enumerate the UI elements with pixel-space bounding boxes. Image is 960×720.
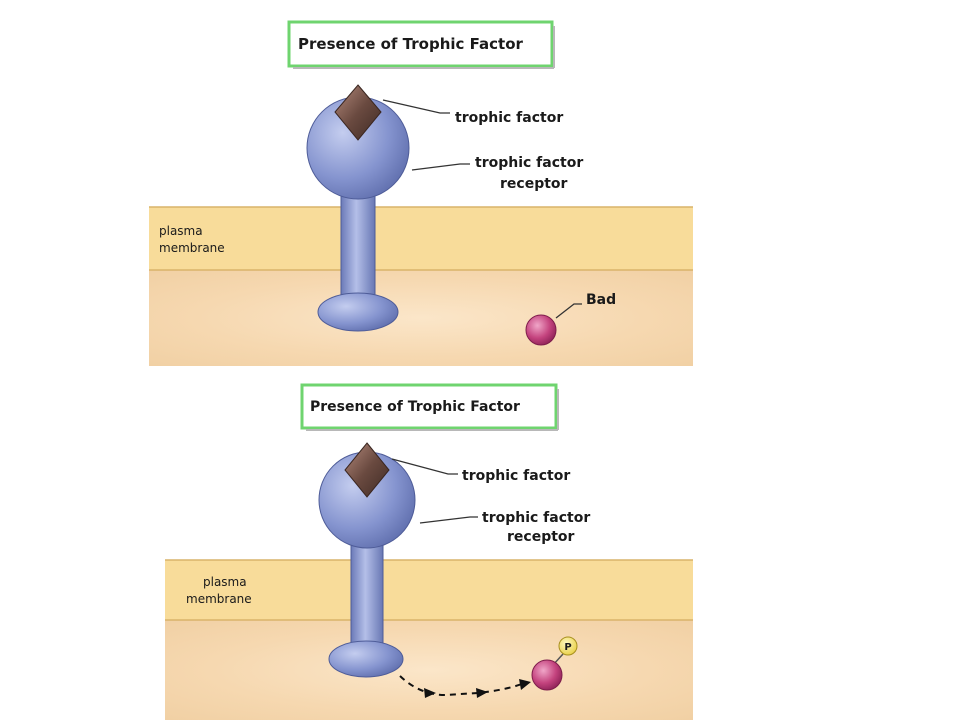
panel-top-membrane-label-1: plasma: [159, 224, 203, 238]
panel-top-factor-label: trophic factor: [455, 110, 563, 126]
panel-bottom-title: Presence of Trophic Factor: [310, 399, 520, 415]
panel-top-receptor-label-2: receptor: [500, 176, 568, 192]
panel-top-bad-leader: [555, 303, 582, 319]
panel-bottom-receptor: [318, 451, 416, 678]
panel-top-receptor-label-1: trophic factor: [475, 155, 583, 171]
panel-top-trophic-factor: [334, 84, 382, 141]
panel-top-title: Presence of Trophic Factor: [298, 35, 524, 53]
panel-bottom-plasma-membrane: [165, 560, 693, 620]
panel-bottom-membrane-label-2: membrane: [186, 592, 252, 606]
panel-top-bad-protein: [525, 314, 557, 346]
panel-bottom-cytoplasm: [165, 620, 693, 720]
panel-bottom-receptor-label-2: receptor: [507, 529, 575, 545]
panel-top-receptor: [306, 96, 410, 332]
panel-bottom-receptor-leader: [419, 516, 478, 524]
panel-bottom-membrane-label-1: plasma: [203, 575, 247, 589]
panel-bottom-factor-label: trophic factor: [462, 468, 570, 484]
panel-bottom-title-box: Presence of Trophic Factor: [300, 383, 559, 431]
panel-bottom-phosphorylation-arrow: [399, 675, 531, 698]
panel-top-cytoplasm: [149, 270, 693, 366]
panel-bottom-factor-leader: [391, 458, 458, 475]
panel-bottom-phosphate-group: [558, 636, 578, 656]
panel-bottom-bad-protein: [531, 659, 563, 691]
panel-bottom-trophic-factor: [344, 442, 390, 498]
panel-top-receptor-leader: [411, 163, 470, 171]
panel-bottom-phosphate-label: P: [564, 642, 571, 653]
panel-top-title-box: Presence of Trophic Factor: [287, 20, 555, 69]
panel-top-membrane-label-2: membrane: [159, 241, 225, 255]
panel-bottom: Presence of Trophic Factor plasma membra…: [165, 383, 693, 720]
panel-top-bad-label: Bad: [586, 292, 616, 308]
panel-bottom-receptor-label-1: trophic factor: [482, 510, 590, 526]
panel-top: Presence of Trophic Factor plasma membra…: [149, 20, 693, 366]
panel-top-plasma-membrane: [149, 207, 693, 270]
panel-top-factor-leader: [382, 99, 450, 114]
